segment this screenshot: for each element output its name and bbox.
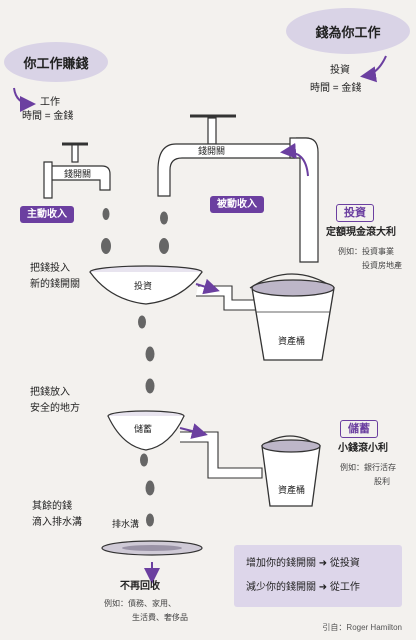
drops-lower	[140, 453, 155, 527]
drops-middle	[138, 315, 155, 394]
savings-channel	[180, 431, 263, 479]
savings-example2: 股利	[374, 477, 390, 486]
passive-income-tag: 被動收入	[210, 196, 264, 213]
savings-tag: 儲蓄	[340, 420, 378, 438]
right-invest-label: 投資	[330, 65, 350, 76]
no-return-example2: 生活費、奢侈品	[132, 613, 188, 622]
drops-right	[159, 211, 169, 254]
invest-bowl-label: 投資	[134, 281, 153, 291]
step1-line1: 把錢投入	[30, 263, 70, 274]
right-faucet-icon	[157, 114, 319, 263]
step1-line2: 新的錢開關	[30, 279, 80, 290]
savings-example1: 例如：銀行活存	[340, 463, 396, 472]
invest-example1: 例如：投資事業	[338, 247, 394, 256]
savings-bowl-label: 儲蓄	[134, 424, 153, 434]
drops-left	[101, 208, 111, 254]
invest-title: 定額現金滾大利	[326, 227, 396, 238]
invest-bowl-shape	[89, 265, 203, 305]
right-faucet-label: 錢開關	[198, 146, 226, 156]
step3-line2: 滴入排水溝	[32, 517, 82, 528]
left-bubble: 你工作賺錢	[4, 42, 108, 82]
pipe-flow-arrow	[280, 142, 309, 177]
invest-example2: 投資房地產	[362, 261, 402, 270]
lower-bucket-label: 資產桶	[278, 485, 306, 495]
right-bubble: 錢為你工作	[286, 8, 410, 54]
upper-bucket-shape	[249, 273, 335, 361]
credit: 引自：Roger Hamilton	[322, 623, 402, 632]
step2-line1: 把錢放入	[30, 387, 70, 398]
right-bubble-title: 錢為你工作	[315, 24, 381, 40]
no-return-example1: 例如：債務、家用、	[104, 599, 176, 608]
savings-channel-arrow	[179, 423, 208, 439]
left-work-label: 工作	[40, 97, 60, 108]
savings-title: 小錢滾小利	[338, 443, 388, 454]
left-bubble-title: 你工作賺錢	[23, 55, 89, 71]
summary-row-decrease: 減少你的錢開關 ➜ 從工作	[246, 582, 360, 593]
lower-bucket-shape	[261, 435, 321, 507]
step2-line2: 安全的地方	[30, 403, 80, 414]
drain-label: 排水溝	[112, 519, 140, 529]
right-time-money: 時間 = 金錢	[310, 83, 362, 94]
left-faucet-icon	[43, 142, 111, 199]
upper-bucket-label: 資產桶	[278, 336, 306, 346]
right-curve-arrow	[360, 55, 387, 83]
active-income-tag: 主動收入	[20, 206, 74, 223]
no-return-title: 不再回收	[120, 581, 160, 592]
summary-row-increase: 增加你的錢開關 ➜ 從投資	[246, 558, 360, 569]
invest-tag: 投資	[336, 204, 374, 222]
invest-channel-arrow	[195, 278, 220, 295]
left-faucet-label: 錢開關	[64, 169, 92, 179]
savings-bowl-shape	[107, 410, 185, 451]
summary-box: 增加你的錢開關 ➜ 從投資 減少你的錢開關 ➜ 從工作	[234, 545, 402, 607]
left-time-money: 時間 = 金錢	[22, 111, 74, 122]
left-curve-arrow	[13, 87, 36, 112]
drain-shape	[101, 540, 203, 556]
step3-line1: 其餘的錢	[32, 501, 72, 512]
